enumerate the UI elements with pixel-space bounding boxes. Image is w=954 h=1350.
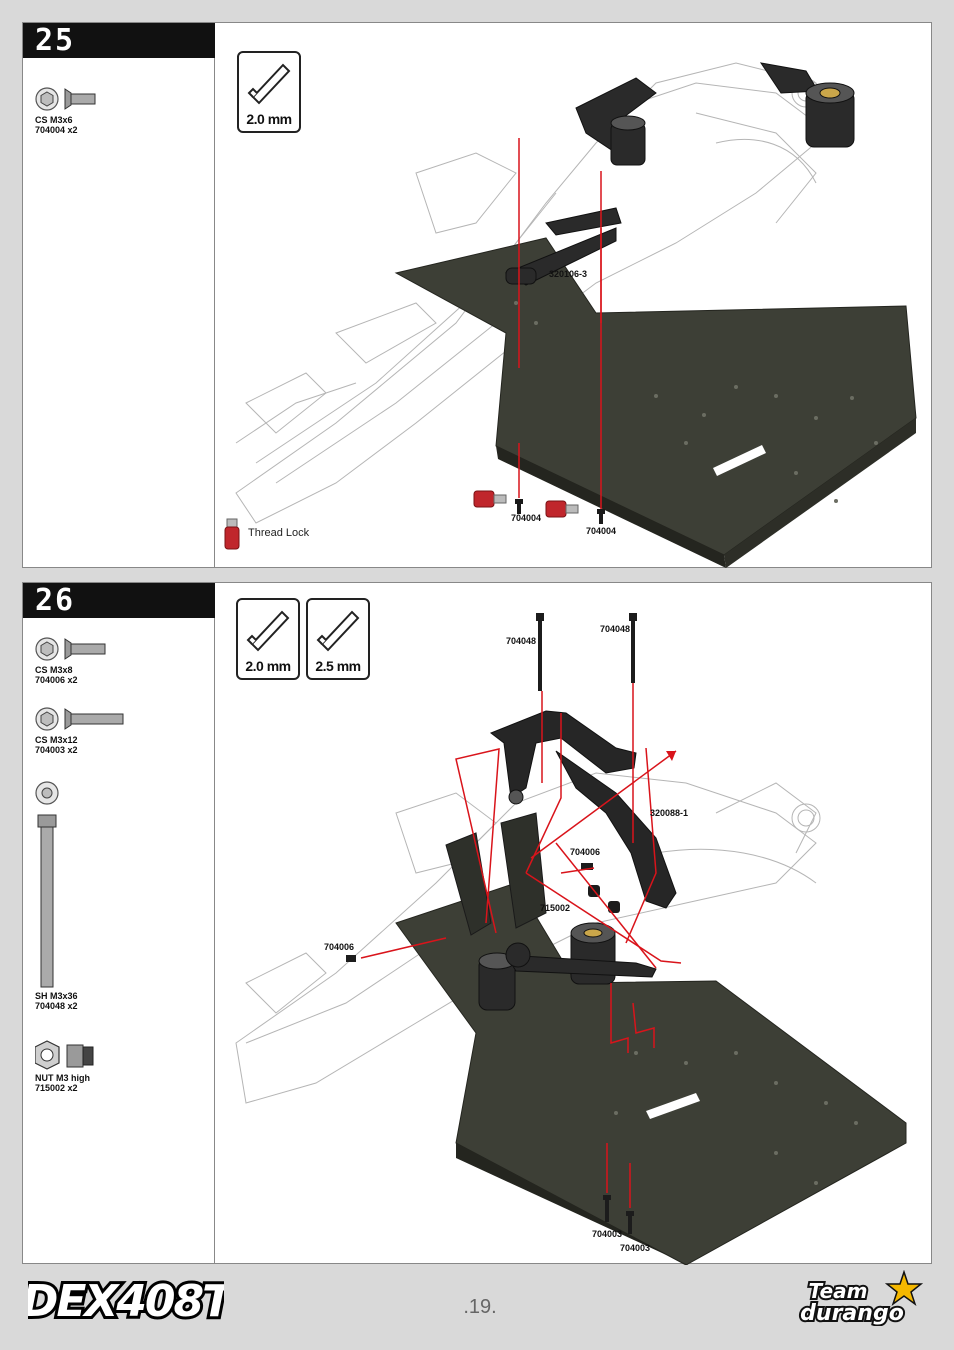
countersunk-screw-icon xyxy=(35,85,105,115)
tool-size-label: 2.5 mm xyxy=(315,658,361,674)
callout-steering-link: 320106-3 xyxy=(549,269,588,279)
part-name: NUT M3 high xyxy=(35,1073,90,1083)
callout-cs-left: 704006 xyxy=(324,942,355,952)
plate-slot xyxy=(713,445,766,476)
chassis-illustration xyxy=(224,62,917,568)
hex-key-icon xyxy=(247,63,291,105)
step-number-bar: 26 xyxy=(23,583,215,618)
callout-bottom-b: 704003 xyxy=(620,1243,651,1253)
callout-nut: 715002 xyxy=(540,903,571,913)
hex-key-2-5-tool: 2.5 mm xyxy=(306,598,370,680)
step-number-bar: 25 xyxy=(23,23,215,58)
part-code: 704048 x2 xyxy=(35,1001,78,1011)
plate-slot xyxy=(646,1093,700,1119)
hex-key-2-0-tool: 2.0 mm xyxy=(237,51,301,133)
part-sh-m3x36: SH M3x36 704048 x2 xyxy=(35,781,78,1011)
part-code: 704004 x2 xyxy=(35,125,78,135)
nylon-nut-icon xyxy=(35,1039,105,1073)
step-number: 25 xyxy=(35,23,76,58)
part-cs-m3x12: CS M3x12 704003 x2 xyxy=(35,705,145,755)
parts-sidebar: 26 CS M3x8 704006 x2 xyxy=(23,583,215,1263)
step-26-panel: 26 CS M3x8 704006 x2 xyxy=(22,582,932,1265)
part-nut-m3-high: NUT M3 high 715002 x2 xyxy=(35,1039,105,1093)
thread-lock-bottle-icon xyxy=(473,490,579,518)
assembly-figure-26: 2.0 mm 2.5 mm 704048 704048 320088-1 704… xyxy=(216,583,931,1265)
brand-logo: Team durango xyxy=(776,1269,932,1328)
page-number: .19. xyxy=(463,1296,497,1318)
callout-long-screw-left: 704048 xyxy=(506,636,537,646)
step-number: 26 xyxy=(35,583,76,618)
callout-screw-right: 704004 xyxy=(586,526,617,536)
callout-screw-left: 704004 xyxy=(511,513,542,523)
star-icon xyxy=(884,1269,924,1306)
countersunk-screw-icon xyxy=(35,705,145,735)
brand-logo-line2: durango xyxy=(800,1301,904,1326)
hex-key-icon xyxy=(246,610,290,652)
chassis-illustration xyxy=(235,613,907,1265)
part-code: 704003 x2 xyxy=(35,745,78,755)
parts-sidebar: 25 CS M3x6 704004 x2 xyxy=(23,23,215,567)
part-name: CS M3x12 xyxy=(35,735,78,745)
part-cs-m3x6: CS M3x6 704004 x2 xyxy=(35,85,105,135)
thread-lock-label: Thread Lock xyxy=(248,527,310,539)
callout-cs-top: 704006 xyxy=(570,847,601,857)
part-code: 704006 x2 xyxy=(35,675,78,685)
hex-key-2-0-tool: 2.0 mm xyxy=(236,598,300,680)
brand-logo-line1: Team xyxy=(809,1279,868,1303)
assembly-figure-25: 2.0 mm 320106-3 704004 704004 Thread Loc… xyxy=(216,23,931,568)
step-25-panel: 25 CS M3x6 704004 x2 xyxy=(22,22,932,568)
tool-size-label: 2.0 mm xyxy=(245,658,291,674)
hex-key-icon xyxy=(316,610,360,652)
part-name: SH M3x36 xyxy=(35,991,78,1001)
model-logo: DEX408T xyxy=(19,1272,240,1330)
part-name: CS M3x8 xyxy=(35,665,73,675)
part-name: CS M3x6 xyxy=(35,115,73,125)
callout-bottom-a: 704003 xyxy=(592,1229,623,1239)
model-logo-text: DEX408T xyxy=(28,1276,224,1326)
callout-long-screw-right: 704048 xyxy=(600,624,631,634)
thread-lock-legend-icon xyxy=(224,518,240,550)
part-cs-m3x8: CS M3x8 704006 x2 xyxy=(35,635,125,685)
callout-brace: 320088-1 xyxy=(650,808,689,818)
socket-head-screw-icon xyxy=(35,781,78,991)
tool-size-label: 2.0 mm xyxy=(246,111,292,127)
countersunk-screw-icon xyxy=(35,635,125,665)
part-code: 715002 x2 xyxy=(35,1083,78,1093)
